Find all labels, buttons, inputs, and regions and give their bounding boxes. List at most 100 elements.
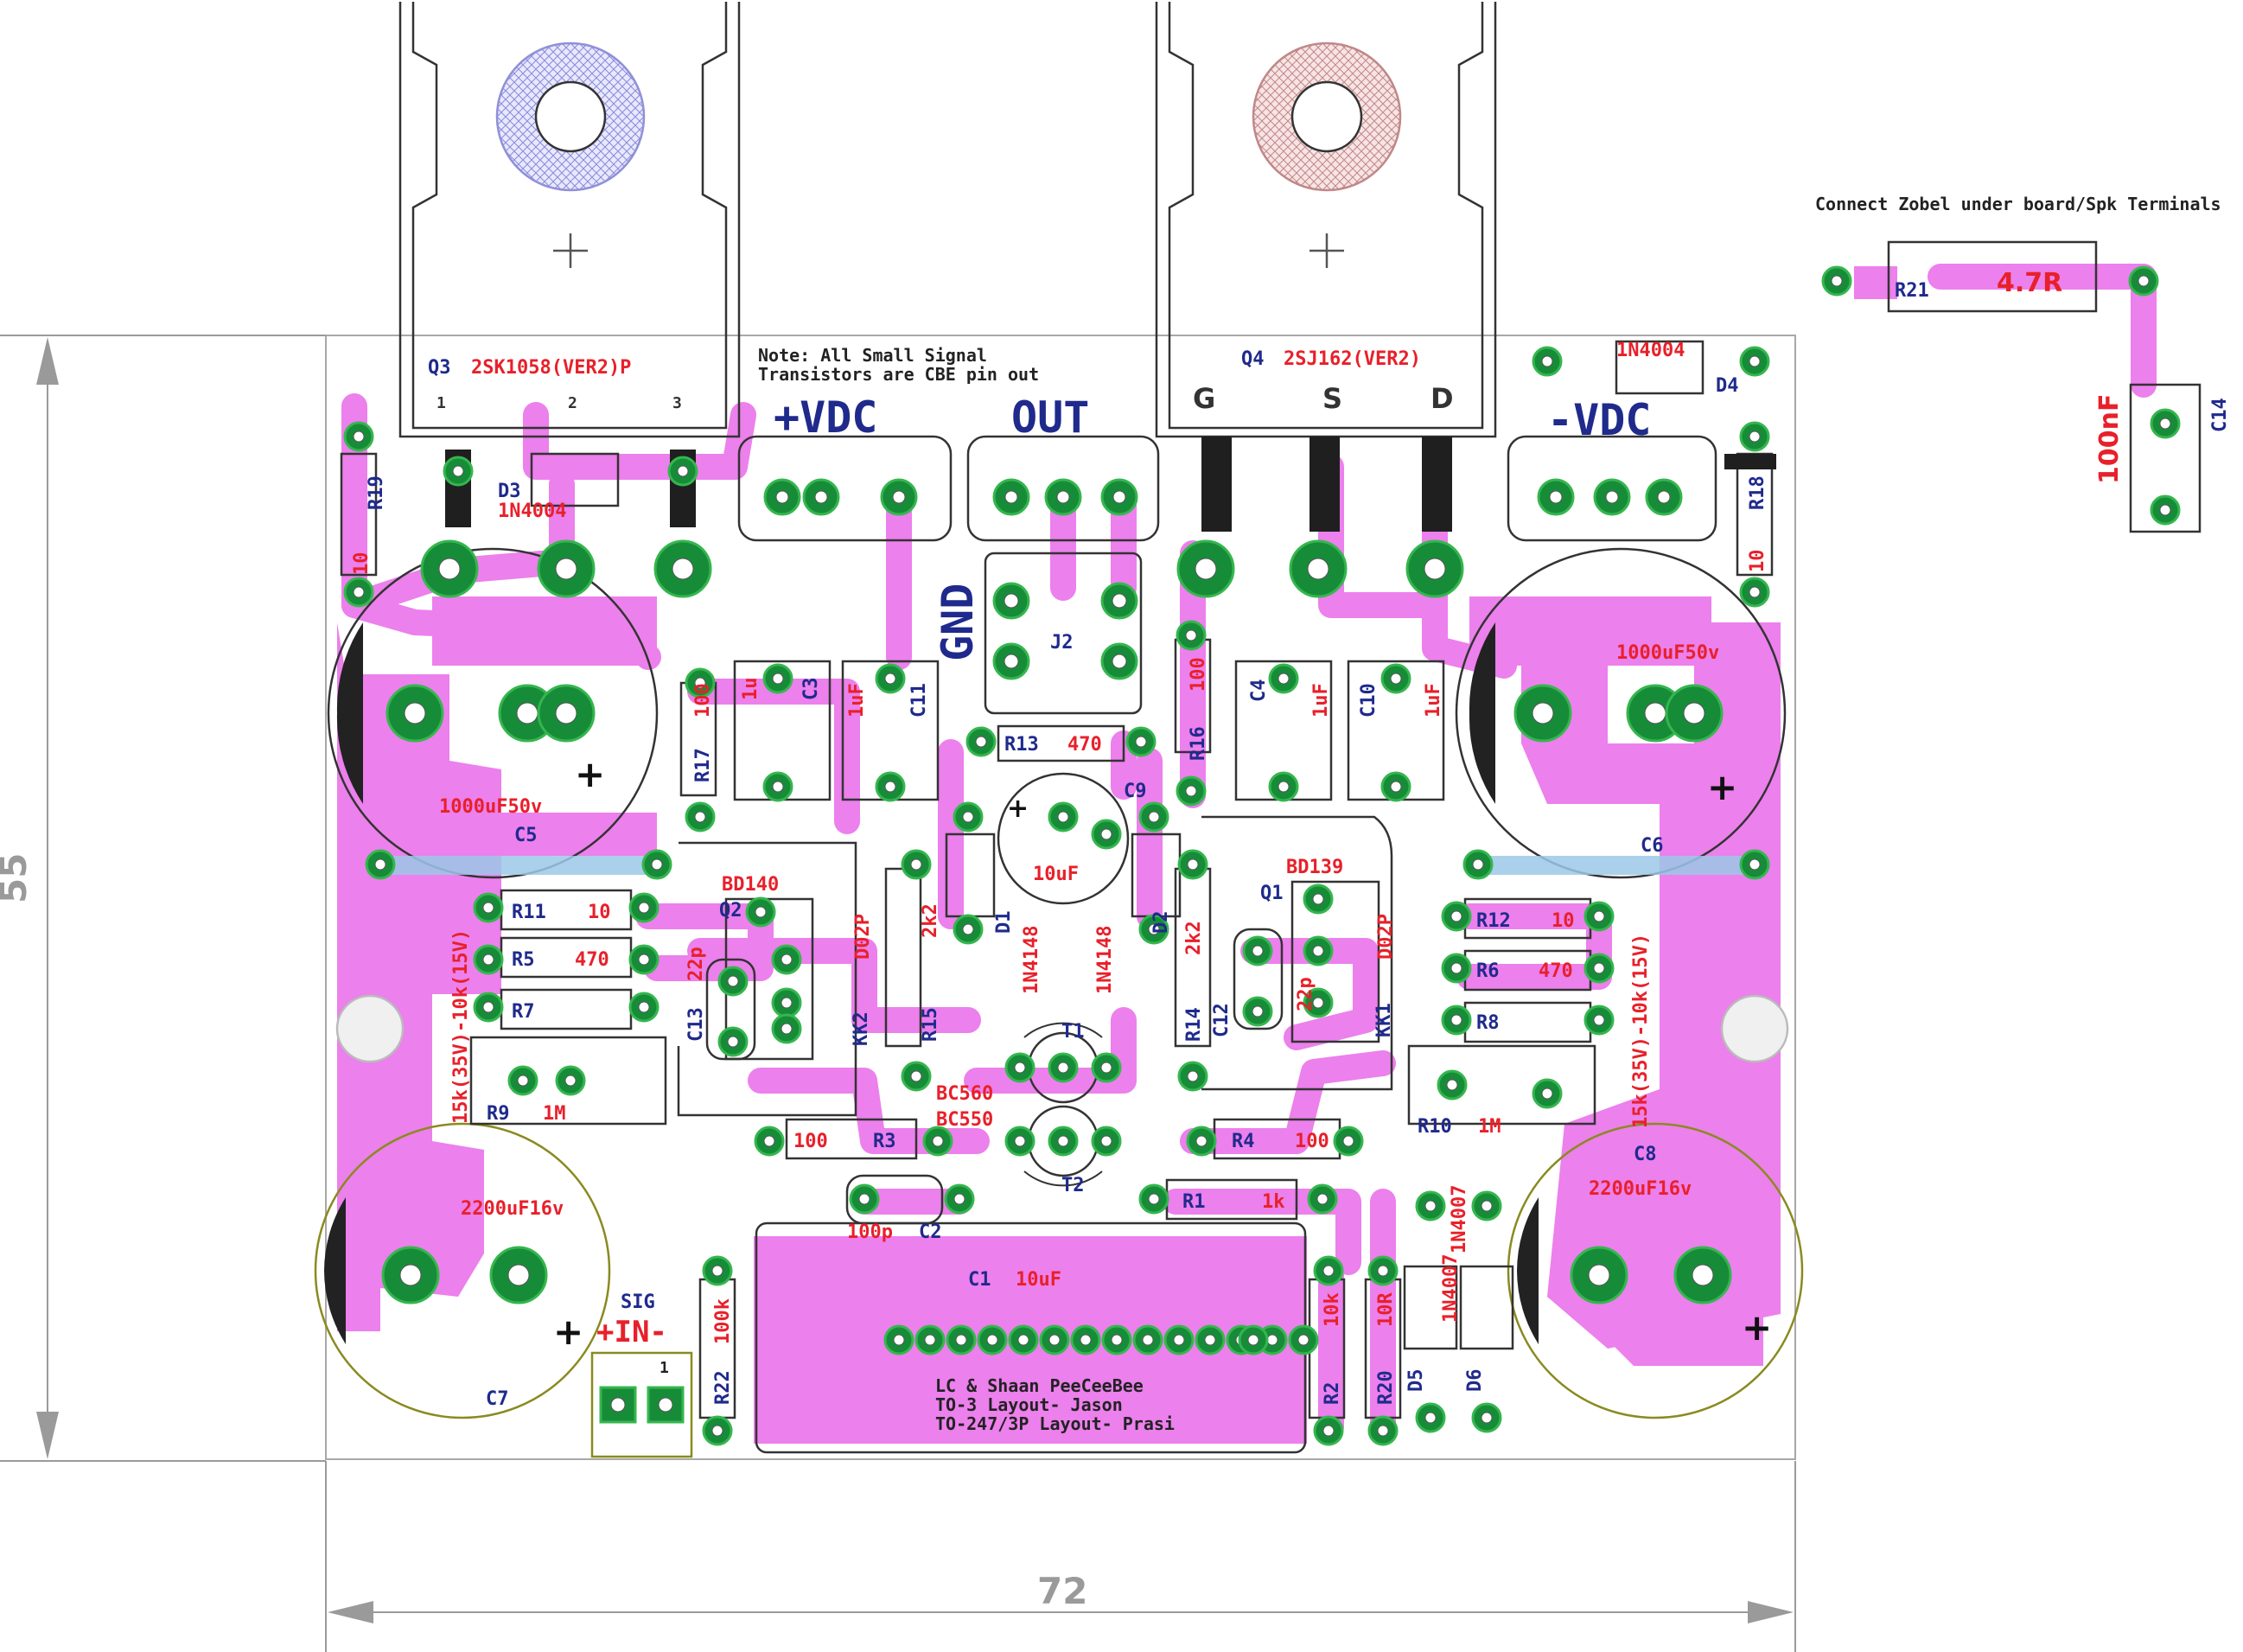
q2-heatsink-outline xyxy=(677,841,857,1117)
pad-hole xyxy=(1185,629,1197,641)
r4-value: 100 xyxy=(1295,1131,1329,1152)
q3-pin2: 2 xyxy=(568,394,577,412)
pad-hole xyxy=(1014,1062,1026,1074)
pad-hole xyxy=(1307,558,1329,580)
pad-hole xyxy=(893,1334,905,1346)
pad-hole xyxy=(353,586,365,598)
pad-hole xyxy=(781,997,793,1009)
r12-ref: R12 xyxy=(1476,910,1511,932)
pad-hole xyxy=(1692,1264,1714,1286)
trace-r12-r6 xyxy=(1456,903,1612,990)
pad-hole xyxy=(924,1334,936,1346)
c10-ref: C10 xyxy=(1358,683,1380,718)
pad-hole xyxy=(884,781,896,793)
c5-body xyxy=(327,547,659,879)
c5-value: 1000uF50v xyxy=(439,796,542,818)
pad-hole xyxy=(1148,1193,1160,1205)
r10-trimmer-outline xyxy=(1407,1044,1596,1126)
c8-pour xyxy=(1582,1150,1763,1366)
q4-part: 2SJ162(VER2) xyxy=(1284,348,1421,370)
pad-hole xyxy=(1195,1135,1208,1147)
note-line-2: Transistors are CBE pin out xyxy=(758,364,1039,385)
r21-outline xyxy=(1887,240,2098,313)
r22-value: 100k xyxy=(712,1298,734,1344)
r22-ref: R22 xyxy=(712,1370,734,1405)
c9-body xyxy=(997,772,1130,905)
pad-hole xyxy=(694,811,706,823)
r12-value: 10 xyxy=(1552,910,1575,932)
d5-ref: D5 xyxy=(1405,1369,1427,1393)
pad-hole xyxy=(399,1264,422,1286)
r20-ref: R20 xyxy=(1375,1370,1397,1405)
pad-hole xyxy=(1312,893,1324,905)
r3-outline xyxy=(785,1118,918,1160)
pad-hole xyxy=(677,465,689,477)
connector-pin1: 1 xyxy=(660,1359,669,1377)
q2-ref: Q2 xyxy=(719,900,742,922)
pad-hole xyxy=(555,558,577,580)
pad-hole xyxy=(1195,558,1217,580)
pad-hole xyxy=(1057,1062,1069,1074)
svg-text:+: + xyxy=(553,1311,583,1353)
credit-line-3: TO-247/3P Layout- Prasi xyxy=(935,1413,1175,1434)
d6-value: 1N4007 xyxy=(1449,1185,1470,1253)
r8-ref: R8 xyxy=(1476,1012,1500,1034)
pad-hole xyxy=(1111,1334,1123,1346)
r6-ref: R6 xyxy=(1476,960,1500,982)
pad-hole xyxy=(1173,1334,1185,1346)
pad-hole xyxy=(1142,1334,1154,1346)
pad-hole xyxy=(1424,1200,1437,1212)
pad-hole xyxy=(1472,858,1484,871)
r16-value: 100 xyxy=(1188,657,1209,692)
mounting-hole-right xyxy=(1720,994,1789,1063)
r5-ref: R5 xyxy=(512,949,535,971)
pad-hole xyxy=(2159,504,2171,516)
r21-value: 4.7R xyxy=(1997,268,2062,298)
c4-ref: C4 xyxy=(1248,679,1270,703)
bd140-label: BD140 xyxy=(722,874,779,896)
pad-hole xyxy=(1749,431,1761,443)
r4-ref: R4 xyxy=(1232,1131,1255,1152)
pad-hole xyxy=(1014,1135,1026,1147)
pad-hole xyxy=(353,431,365,443)
pad-hole xyxy=(1316,1193,1329,1205)
c2-value: 100p xyxy=(847,1221,893,1243)
r13-outline xyxy=(997,724,1125,762)
pad-hole xyxy=(2138,275,2150,287)
zobel-pad-link xyxy=(1854,266,1897,299)
d6-ref: D6 xyxy=(1464,1369,1486,1393)
c2-ref: C2 xyxy=(919,1221,942,1243)
r19-outline xyxy=(340,452,378,577)
pad-hole xyxy=(1056,490,1070,504)
pad-hole xyxy=(1112,593,1127,609)
q1-ref: Q1 xyxy=(1260,883,1284,904)
d1-value: 1N4148 xyxy=(1021,926,1042,994)
pad-hole xyxy=(763,1135,775,1147)
c1-value: 10uF xyxy=(1016,1269,1061,1291)
d6-outline xyxy=(1459,1265,1514,1350)
d2-ref: D2 xyxy=(1150,911,1172,934)
j2-outline xyxy=(984,552,1143,715)
q1-heatsink-outline xyxy=(1201,815,1393,1091)
pad-hole xyxy=(694,677,706,689)
pad-hole xyxy=(1252,945,1264,957)
pad-hole xyxy=(1541,355,1553,367)
vdc-neg-label: -VDC xyxy=(1547,395,1651,445)
r13-ref: R13 xyxy=(1004,734,1039,756)
sig-label: SIG xyxy=(621,1292,655,1313)
pad-hole xyxy=(1187,858,1199,871)
q3-ref: Q3 xyxy=(428,357,451,379)
r18-ref: R18 xyxy=(1747,475,1768,510)
r15-value: 2k2 xyxy=(920,903,941,938)
q4-pin-g: G xyxy=(1193,382,1215,415)
pad-hole xyxy=(1593,910,1605,922)
pad-hole xyxy=(1446,1079,1458,1091)
pad-hole xyxy=(975,736,987,748)
pad-hole xyxy=(1481,1412,1493,1424)
gnd-label: GND xyxy=(933,584,983,661)
pad-hole xyxy=(1004,654,1019,669)
c7-value: 2200uF16v xyxy=(461,1198,564,1220)
c2-outline xyxy=(845,1174,944,1225)
pad-hole xyxy=(1644,702,1666,724)
c9-ref: C9 xyxy=(1124,781,1147,802)
